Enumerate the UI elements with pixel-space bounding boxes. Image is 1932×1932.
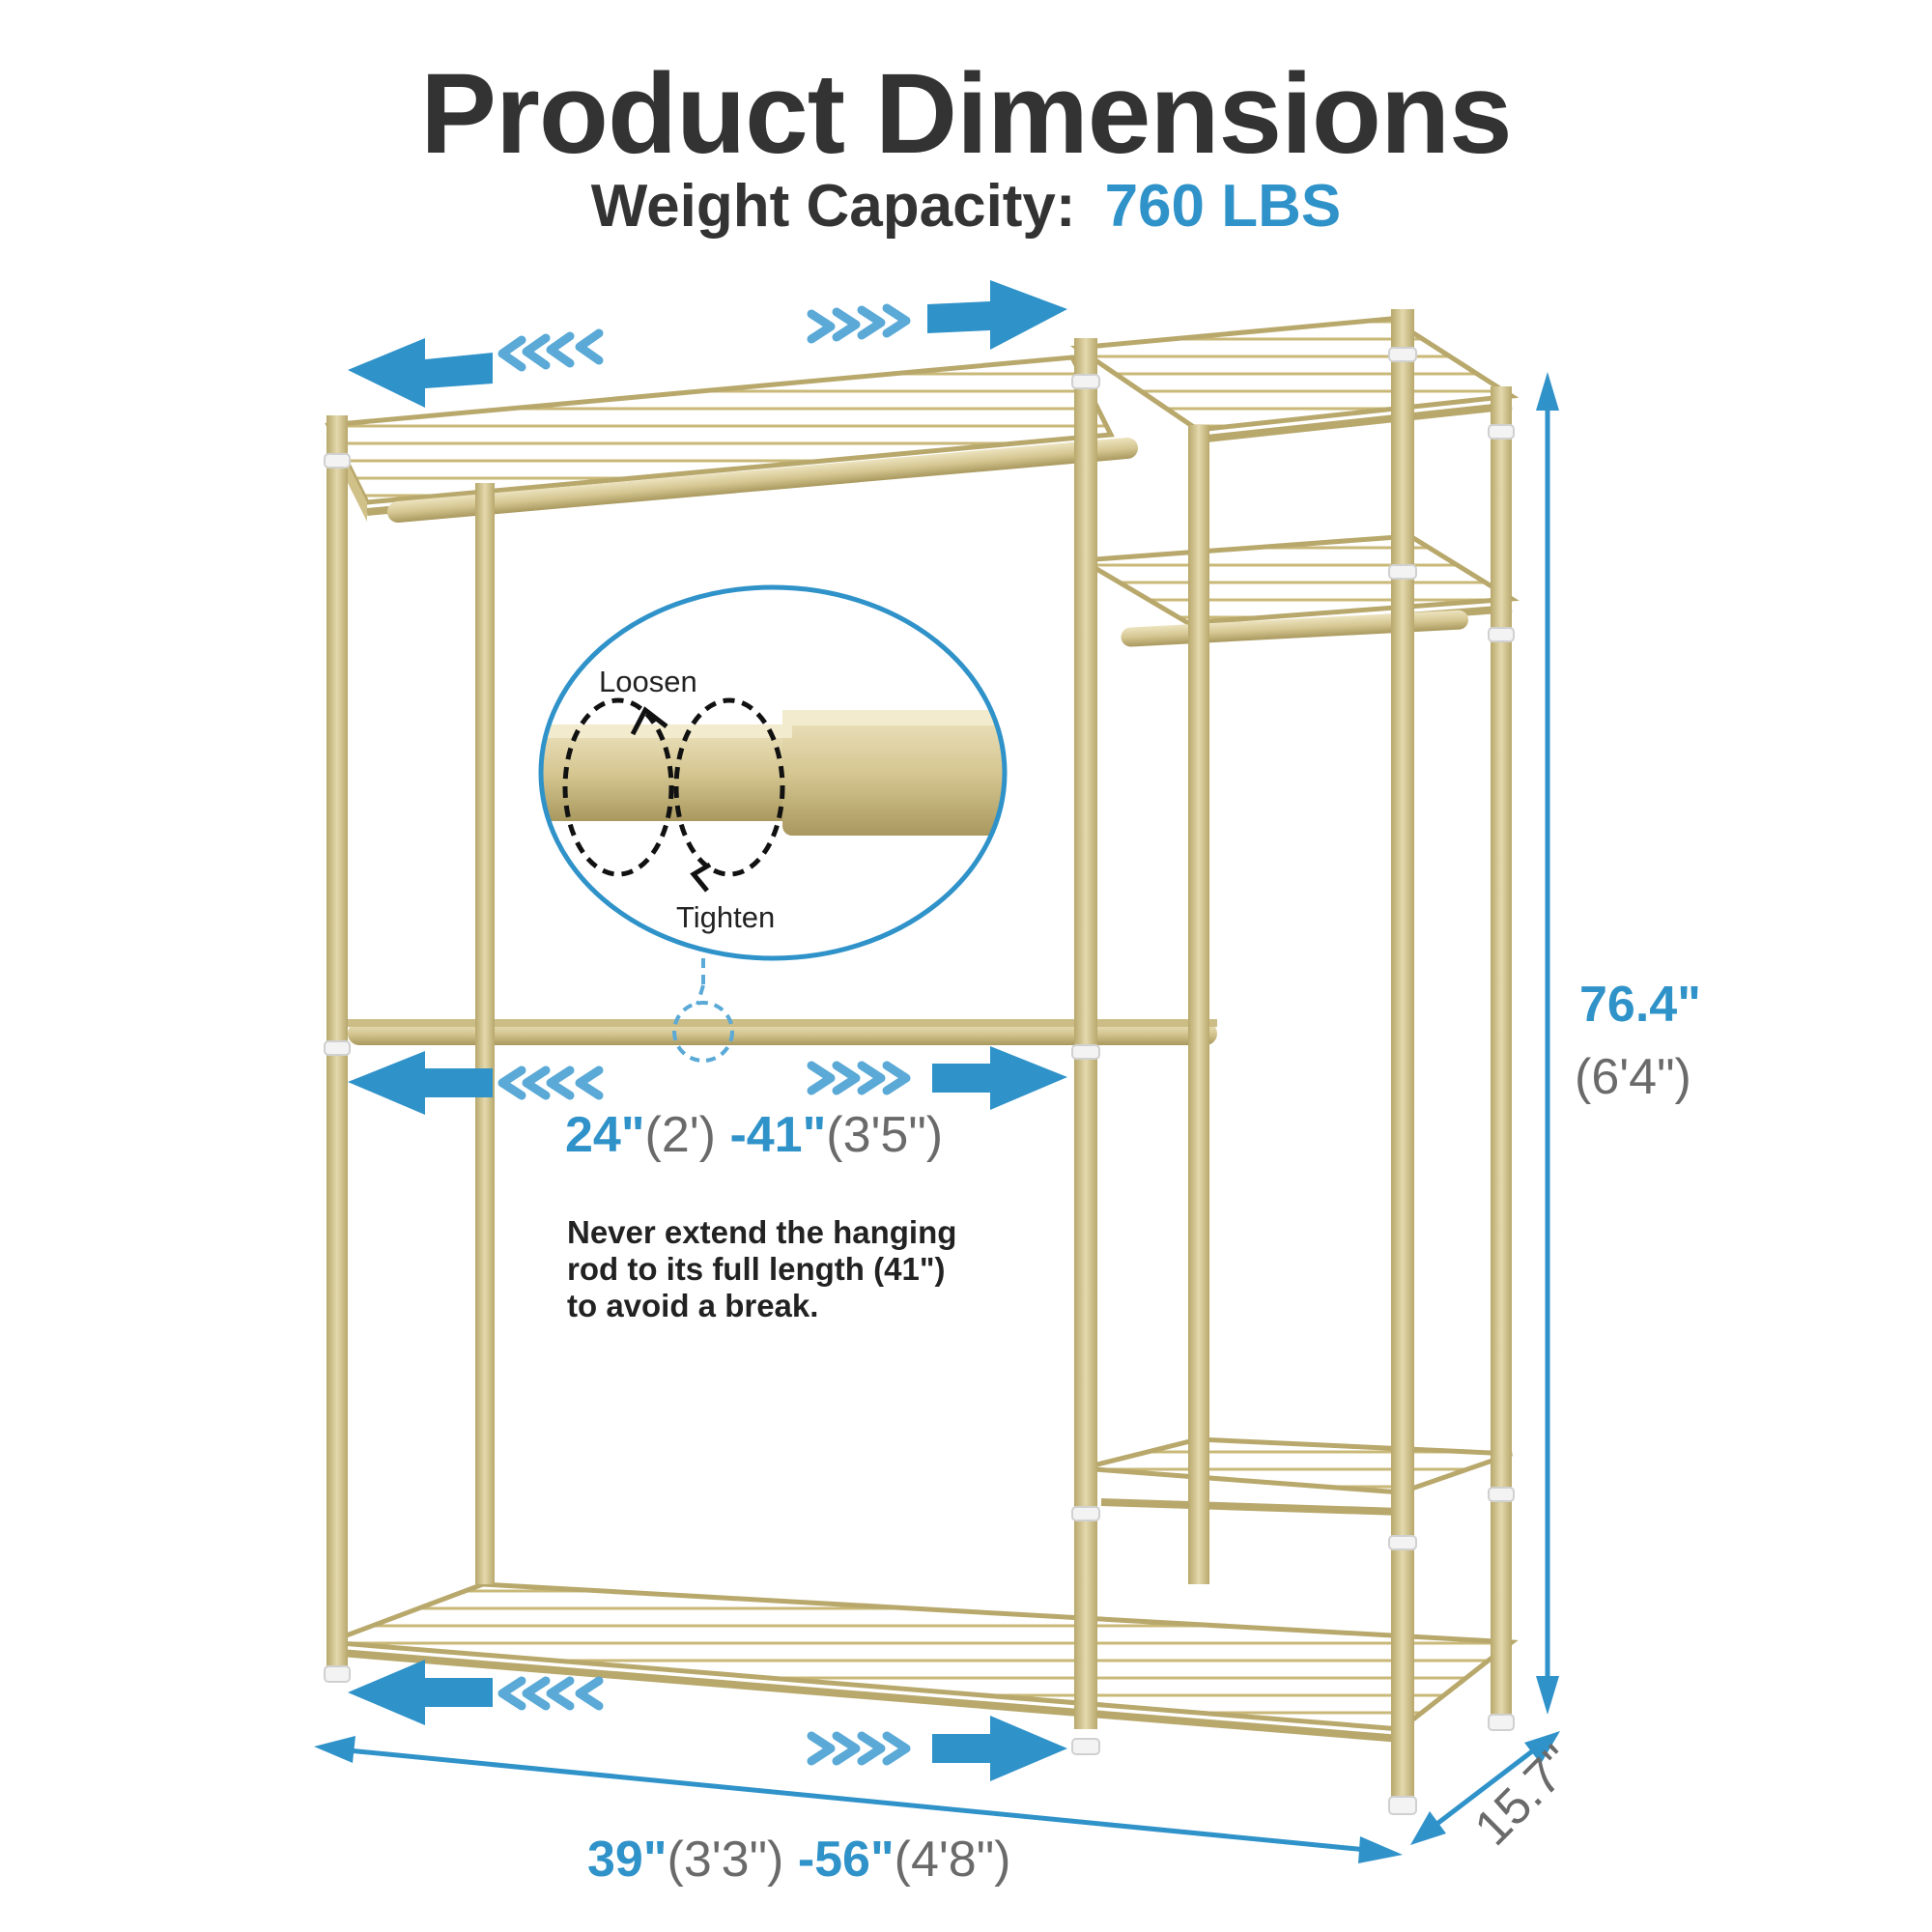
rod-min: 24" <box>565 1107 645 1163</box>
width-max: -56" <box>797 1832 895 1888</box>
top-hanging-rod <box>386 437 1139 523</box>
warning-note: Never extend the hanging rod to its full… <box>567 1214 956 1324</box>
middle-hanging-rod <box>348 1022 1217 1045</box>
tighten-label: Tighten <box>676 900 776 934</box>
warning-line: to avoid a break. <box>567 1288 819 1323</box>
weight-capacity: Weight Capacity: 760 LBS <box>0 172 1932 241</box>
height-dimension-line <box>1536 372 1559 1715</box>
top-right-shelf <box>1069 316 1520 443</box>
height-value: 76.4" <box>1579 977 1701 1033</box>
width-dimension-line <box>314 1736 1403 1863</box>
rod-max-ft: (3'5") <box>826 1107 944 1163</box>
lower-right-shelf <box>1081 1436 1513 1516</box>
frame-poles <box>327 309 1512 1806</box>
rod-dimension: 24"(2') -41"(3'5") <box>565 1106 943 1164</box>
bottom-shelf <box>327 1581 1519 1743</box>
width-max-ft: (4'8") <box>894 1832 1011 1888</box>
extension-arrows <box>348 280 1067 1781</box>
loosen-label: Loosen <box>599 665 697 698</box>
height-ft: (6'4") <box>1575 1049 1691 1105</box>
rod-min-ft: (2') <box>644 1107 716 1163</box>
weight-capacity-value: 760 LBS <box>1104 173 1342 240</box>
warning-line: Never extend the hanging <box>567 1214 957 1250</box>
rod-joint-callout <box>538 584 1008 1063</box>
weight-capacity-label: Weight Capacity: <box>590 173 1076 240</box>
width-dimension: 39"(3'3") -56"(4'8") <box>587 1831 1010 1889</box>
width-min-ft: (3'3") <box>667 1832 784 1888</box>
rod-max: -41" <box>729 1107 827 1163</box>
warning-line: rod to its full length (41") <box>567 1251 946 1287</box>
page-title: Product Dimensions <box>420 50 1512 178</box>
width-min: 39" <box>587 1832 668 1888</box>
chevron-icons <box>497 303 911 1766</box>
depth-dimension-line <box>1410 1731 1560 1845</box>
